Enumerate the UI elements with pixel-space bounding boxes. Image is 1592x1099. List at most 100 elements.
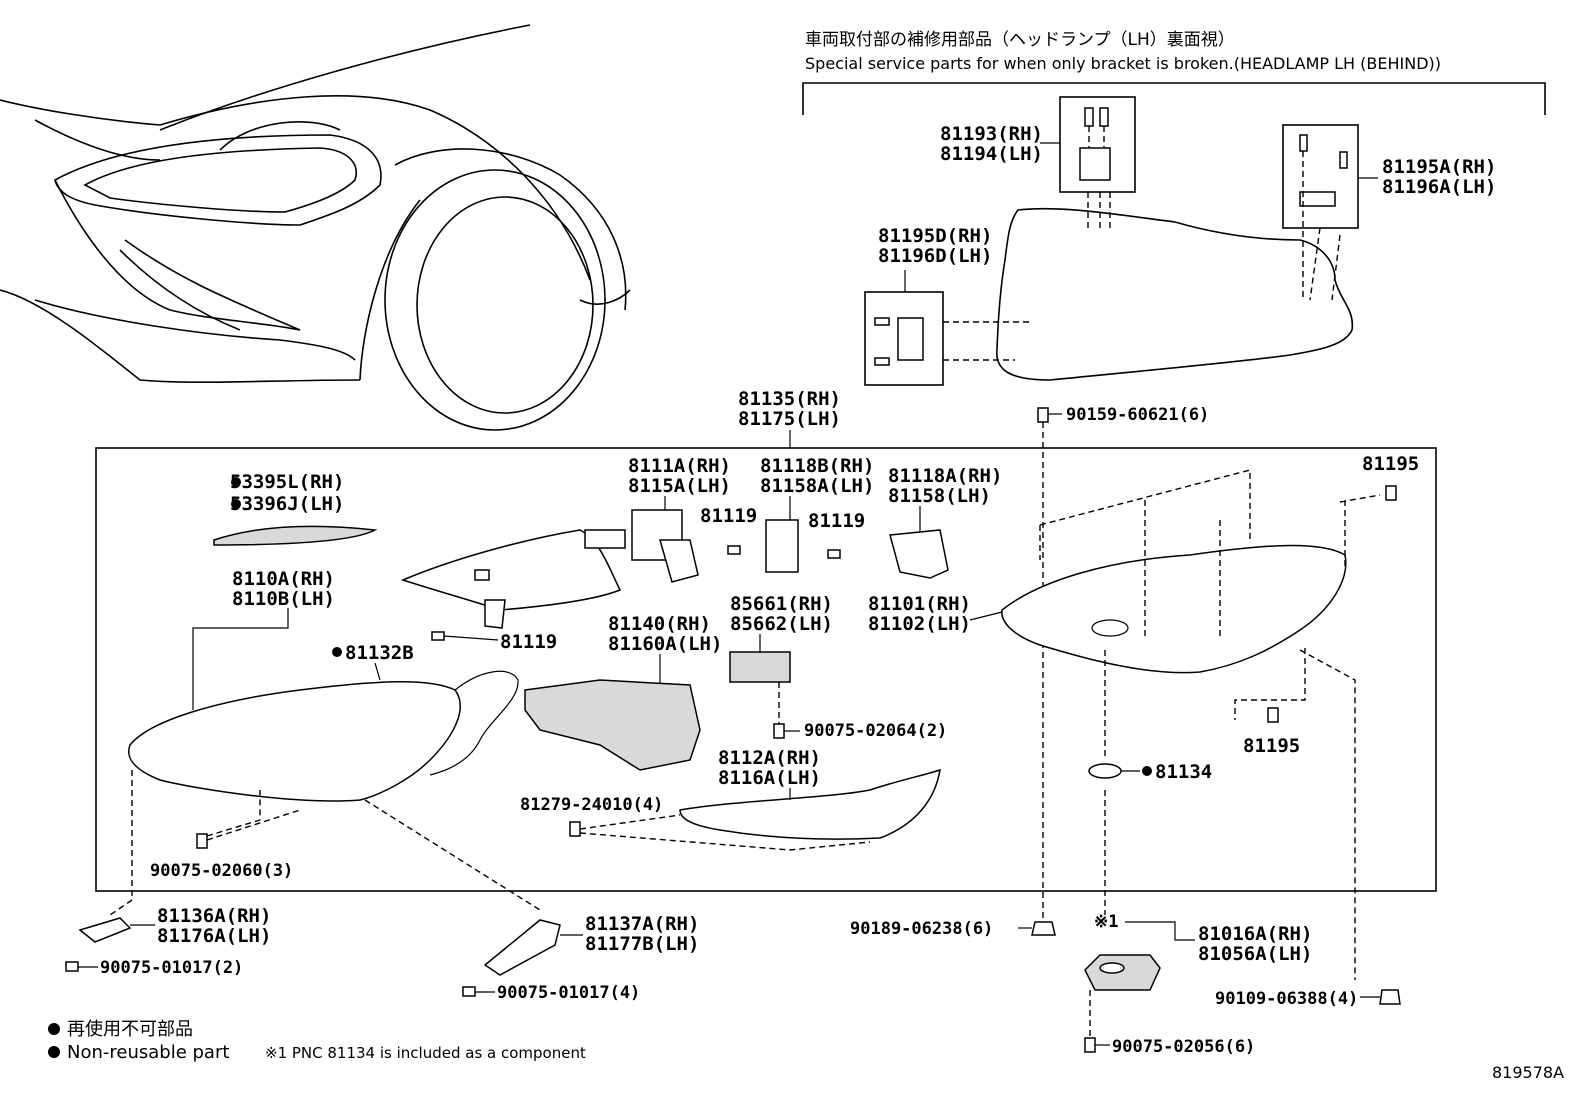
label-81101: 81101(RH)	[868, 593, 971, 615]
bracket-81136A	[78, 917, 132, 943]
screw-icon	[1299, 134, 1308, 152]
bracket-81195D-group	[864, 270, 1030, 386]
label-81177B: 81177B(LH)	[585, 933, 699, 955]
screw-icon	[65, 961, 79, 972]
header-title-jp: 車両取付部の補修用部品（ヘッドランプ（LH）裏面視）	[805, 29, 1235, 50]
label-8112A: 8112A(RH)	[718, 747, 821, 769]
label-81137A: 81137A(RH)	[585, 913, 699, 935]
header-bracket	[802, 82, 1546, 115]
label-90075-02056: 90075-02056(6)	[1112, 1037, 1255, 1057]
car-front-illustration	[0, 24, 631, 431]
bracket-81195A-part	[1299, 191, 1336, 207]
label-90109: 90109-06388(4)	[1215, 989, 1358, 1009]
housing-81101	[1001, 544, 1347, 674]
label-8110A: 8110A(RH)	[232, 568, 335, 590]
label-81118B: 81118B(RH)	[760, 455, 874, 477]
label-81119-a: 81119	[700, 505, 757, 527]
label-90075-01017-b: 90075-01017(4)	[497, 983, 640, 1003]
screw-icon	[431, 631, 445, 641]
label-90159: 90159-60621(6)	[1066, 405, 1209, 425]
label-81196D: 81196D(LH)	[878, 245, 992, 267]
lens-8110A	[128, 680, 461, 802]
label-81136A: 81136A(RH)	[157, 905, 271, 927]
non-reusable-marker-icon	[231, 499, 241, 509]
bracket-81193-group	[1040, 96, 1136, 230]
screw-icon	[773, 723, 785, 739]
label-81132B: 81132B	[345, 642, 414, 664]
module-81016A-port	[1099, 962, 1125, 974]
label-8110B: 8110B(LH)	[232, 588, 335, 610]
module-85661	[729, 651, 791, 683]
label-85662: 85662(LH)	[730, 613, 833, 635]
label-note-mark: ※1	[1094, 912, 1118, 932]
label-81160A: 81160A(LH)	[608, 633, 722, 655]
label-8111A: 8111A(RH)	[628, 455, 731, 477]
module-81118B	[765, 519, 799, 573]
label-8115A: 8115A(LH)	[628, 475, 731, 497]
label-81140: 81140(RH)	[608, 613, 711, 635]
bracket-81195D-box	[864, 291, 944, 386]
bracket-81195A-box	[1282, 124, 1359, 229]
assembly-81135-box	[95, 447, 1437, 892]
label-81119-c: 81119	[500, 631, 557, 653]
screw-icon	[569, 821, 581, 837]
bracket-8111A	[484, 599, 506, 629]
legend-marker-icon	[48, 1046, 60, 1058]
screw-icon	[1385, 485, 1397, 501]
label-81158A: 81158A(LH)	[760, 475, 874, 497]
bracket-81195A-group	[1282, 124, 1378, 301]
label-81176A: 81176A(LH)	[157, 925, 271, 947]
bracket-81195D-part	[897, 317, 924, 361]
label-81158: 81158(LH)	[888, 485, 991, 507]
bracket-81193-box	[1059, 96, 1136, 193]
label-81135: 81135(RH)	[738, 388, 841, 410]
screw-icon	[1099, 107, 1109, 127]
module-81118A	[889, 529, 949, 579]
label-90075-01017-a: 90075-01017(2)	[100, 958, 243, 978]
headlamp-rear-outline	[996, 207, 1354, 381]
label-8116A: 8116A(LH)	[718, 767, 821, 789]
label-85661: 85661(RH)	[730, 593, 833, 615]
screw-icon	[1084, 1037, 1096, 1053]
screw-icon	[874, 357, 890, 366]
label-81279: 81279-24010(4)	[520, 795, 663, 815]
screw-icon	[874, 317, 890, 326]
projector-81140	[524, 679, 701, 771]
non-reusable-marker-icon	[1142, 766, 1152, 776]
screw-icon	[1084, 107, 1094, 127]
label-53396J: 53396J(LH)	[230, 493, 344, 515]
label-81194: 81194(LH)	[940, 143, 1043, 165]
legend-jp: 再使用不可部品	[67, 1019, 193, 1040]
label-81118A: 81118A(RH)	[888, 465, 1002, 487]
non-reusable-marker-icon	[231, 477, 241, 487]
label-90189: 90189-06238(6)	[850, 919, 993, 939]
label-53395L: 53395L(RH)	[230, 471, 344, 493]
connector-8111A	[659, 539, 699, 583]
screw-icon	[196, 833, 208, 849]
cover-plate-8111A	[400, 529, 622, 611]
label-81134: 81134	[1155, 761, 1212, 783]
clip-8111A	[474, 569, 490, 581]
label-81195-bottom: 81195	[1243, 735, 1300, 757]
label-90075-02060: 90075-02060(3)	[150, 861, 293, 881]
legend-note: ※1 PNC 81134 is included as a component	[265, 1044, 586, 1062]
module-81016A	[1084, 954, 1161, 991]
bracket-81193-part	[1079, 147, 1111, 181]
screw-icon	[827, 549, 841, 559]
label-81119-b: 81119	[808, 510, 865, 532]
ring-81134	[1088, 763, 1122, 779]
label-81195A: 81195A(RH)	[1382, 156, 1496, 178]
nut-90189	[1031, 921, 1056, 936]
label-81196A: 81196A(LH)	[1382, 176, 1496, 198]
screw-icon	[1037, 407, 1049, 423]
screw-icon	[727, 545, 741, 555]
legend-marker-icon	[48, 1023, 60, 1035]
screw-icon	[1267, 707, 1279, 723]
motor-8111A	[584, 529, 626, 549]
nut-90109	[1379, 989, 1401, 1005]
label-81175: 81175(LH)	[738, 408, 841, 430]
label-81056A: 81056A(LH)	[1198, 943, 1312, 965]
trim-53395L	[213, 525, 378, 546]
label-81195-top: 81195	[1362, 453, 1419, 475]
